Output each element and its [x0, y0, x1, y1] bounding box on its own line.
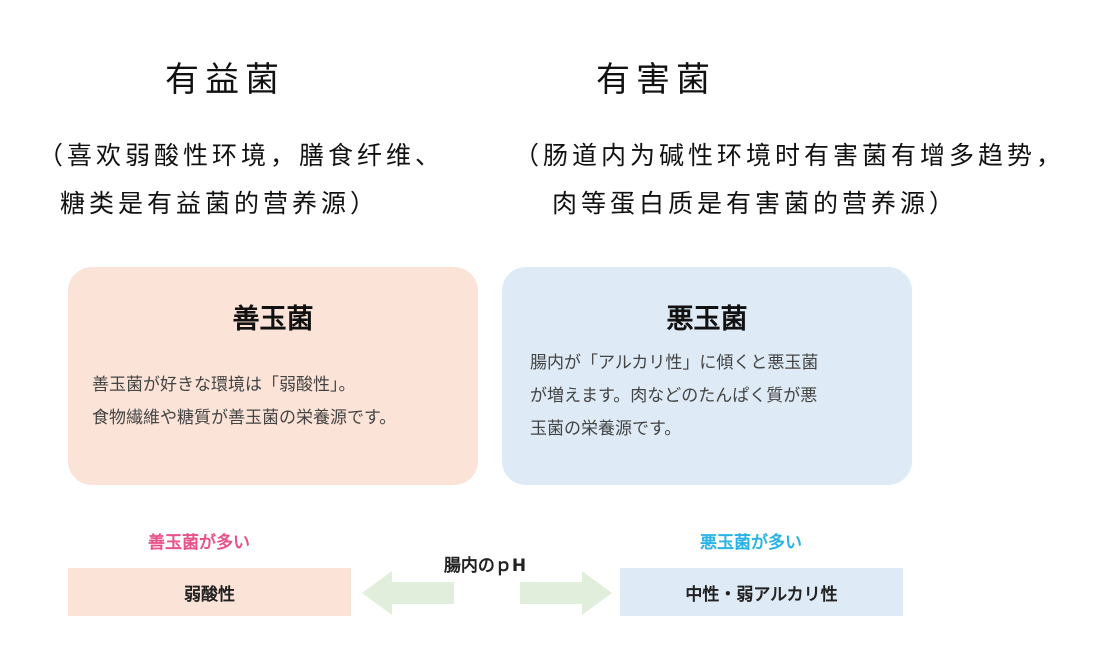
- weak-acid-label: 弱酸性: [184, 584, 235, 605]
- right-arrow-icon: [520, 571, 612, 615]
- good-card-line-1: 善玉菌が好きな環境は「弱酸性」。: [92, 375, 356, 395]
- neutral-weak-alkaline-box: 中性・弱アルカリ性: [620, 568, 903, 616]
- beneficial-bacteria-description: （喜欢弱酸性环境，膳食纤维、 糖类是有益菌的营养源）: [38, 132, 444, 228]
- bad-bacteria-card: 悪玉菌 腸内が「アルカリ性」に傾くと悪玉菌 が増えます。肉などのたんぱく質が悪 …: [502, 267, 912, 485]
- bad-card-line-3: 玉菌の栄養源です。: [530, 419, 682, 439]
- bad-card-line-1: 腸内が「アルカリ性」に傾くと悪玉菌: [530, 353, 819, 373]
- harmful-bacteria-heading: 有害菌: [596, 60, 716, 100]
- harmful-desc-line-1: （肠道内为碱性环境时有害菌有增多趋势，: [514, 141, 1066, 170]
- intestinal-ph-label: 腸内のｐH: [443, 556, 527, 576]
- beneficial-desc-line-1: （喜欢弱酸性环境，膳食纤维、: [38, 141, 445, 170]
- good-bacteria-card-title: 善玉菌: [232, 304, 314, 335]
- good-bacteria-card-text: 善玉菌が好きな環境は「弱酸性」。 食物繊維や糖質が善玉菌の栄養源です。: [92, 369, 396, 435]
- bad-bacteria-card-text: 腸内が「アルカリ性」に傾くと悪玉菌 が増えます。肉などのたんぱく質が悪 玉菌の栄…: [530, 347, 818, 446]
- beneficial-bacteria-heading: 有益菌: [165, 60, 285, 100]
- good-card-line-2: 食物繊維や糖質が善玉菌の栄養源です。: [92, 408, 397, 428]
- good-bacteria-abundant-tag: 善玉菌が多い: [148, 533, 250, 553]
- bad-card-line-2: が増えます。肉などのたんぱく質が悪: [530, 386, 818, 406]
- weak-acid-box: 弱酸性: [68, 568, 351, 616]
- left-arrow-icon: [362, 571, 454, 615]
- neutral-weak-alkaline-label: 中性・弱アルカリ性: [685, 584, 838, 605]
- good-bacteria-card: 善玉菌 善玉菌が好きな環境は「弱酸性」。 食物繊維や糖質が善玉菌の栄養源です。: [68, 267, 478, 485]
- bad-bacteria-abundant-tag: 悪玉菌が多い: [700, 533, 802, 553]
- harmful-desc-line-2: 肉等蛋白质是有害菌的营养源）: [552, 189, 959, 218]
- beneficial-desc-line-2: 糖类是有益菌的营养源）: [60, 189, 380, 218]
- bad-bacteria-card-title: 悪玉菌: [666, 304, 748, 335]
- harmful-bacteria-description: （肠道内为碱性环境时有害菌有增多趋势， 肉等蛋白质是有害菌的营养源）: [514, 132, 1065, 228]
